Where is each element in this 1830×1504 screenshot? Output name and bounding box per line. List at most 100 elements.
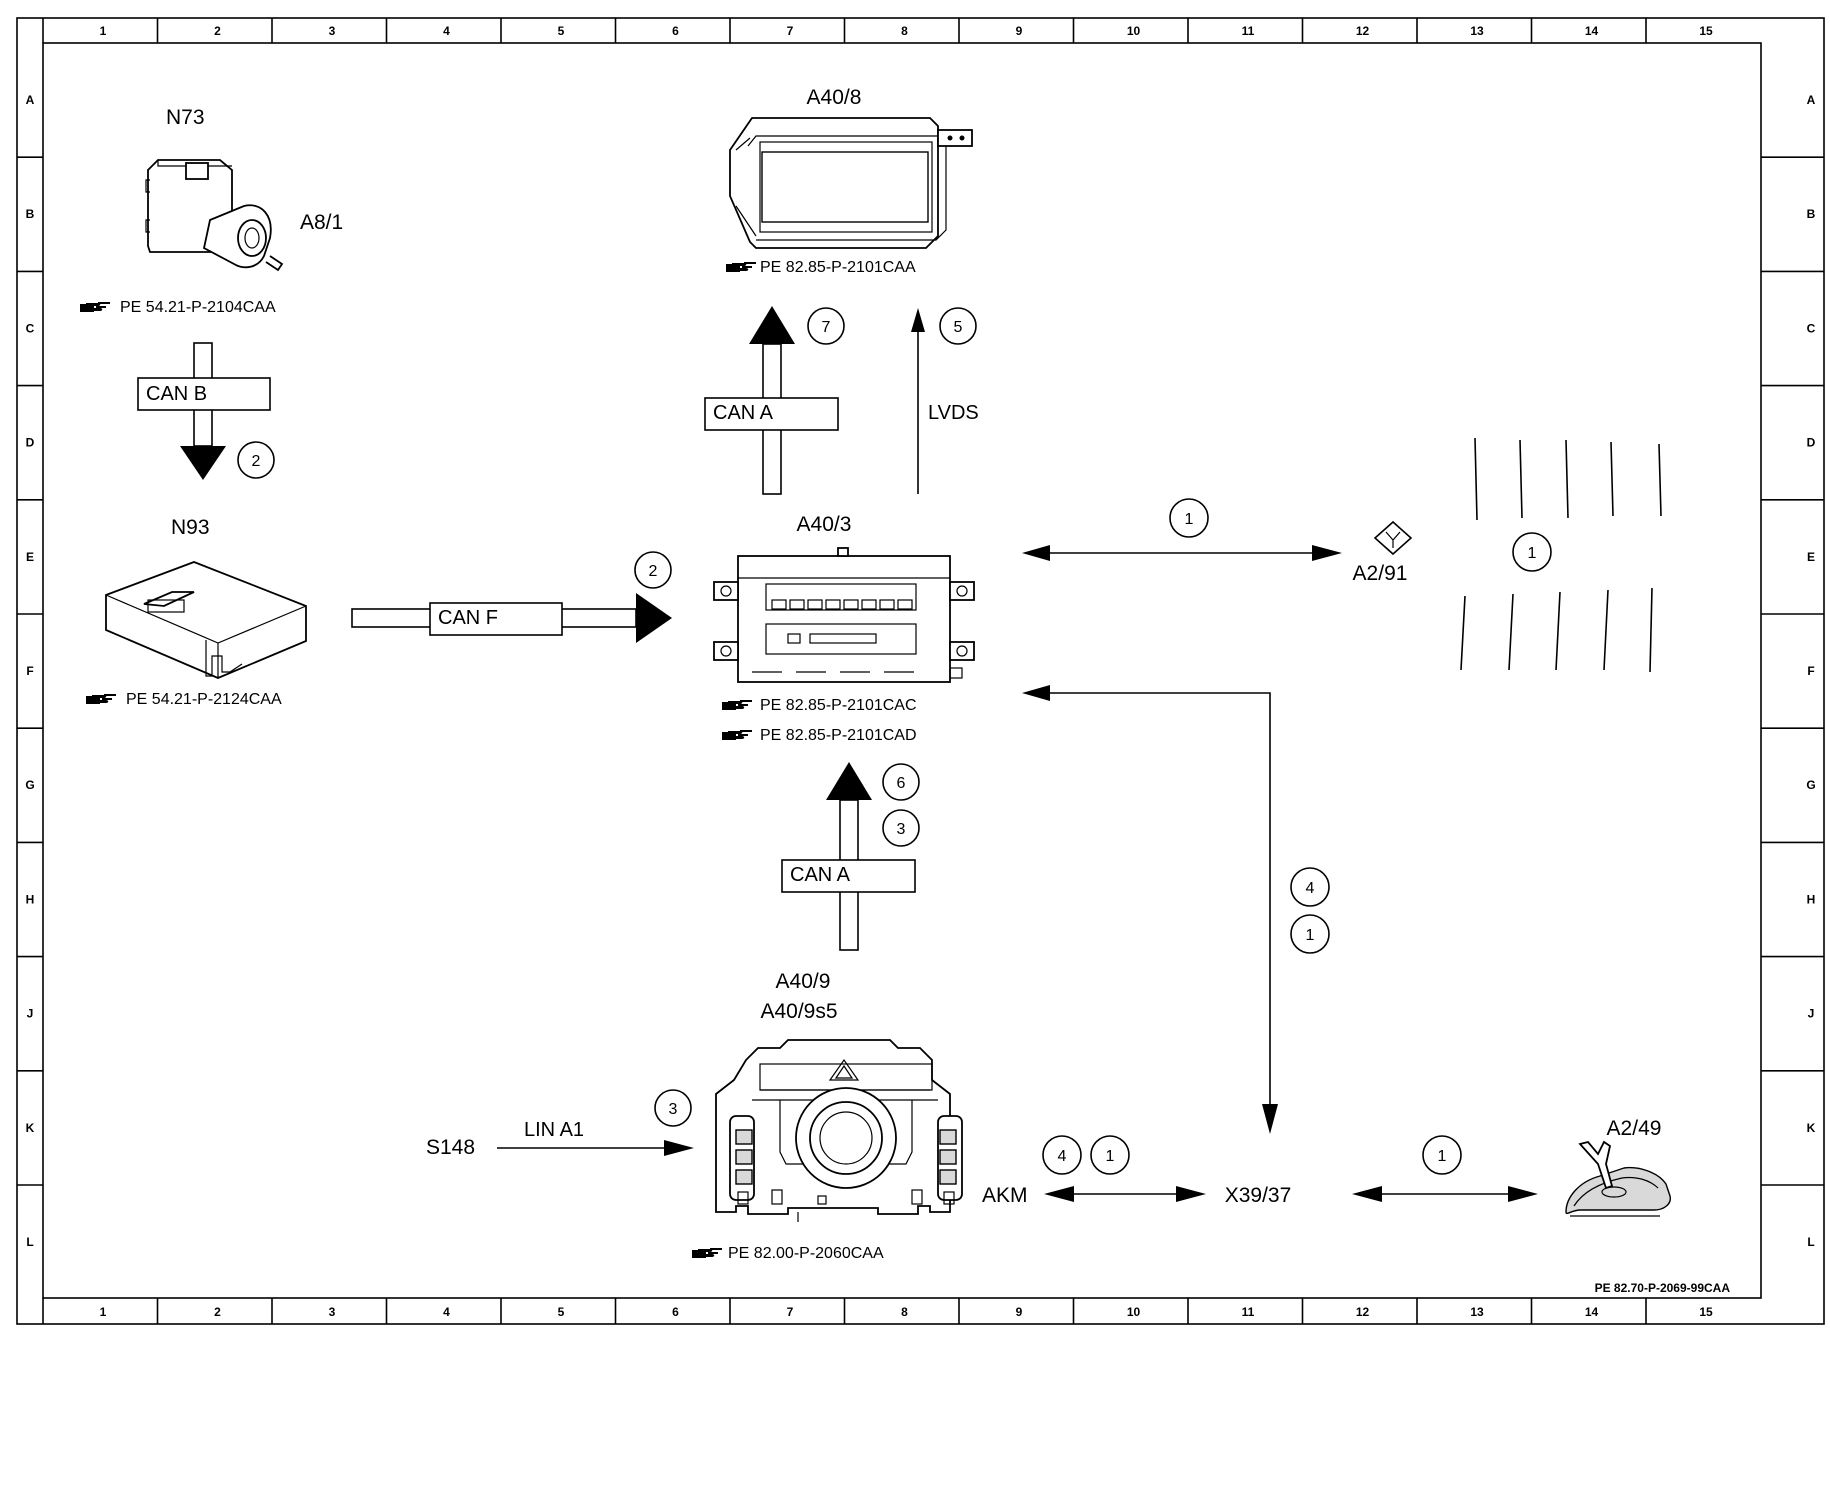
grid-column-label: 3 [329,24,336,38]
grid-column-label: 15 [1699,1305,1713,1319]
grid-column-label: 10 [1127,1305,1141,1319]
hand-pointer-icon [85,694,117,705]
head-unit-button [879,599,895,610]
grid-row-label: J [27,1007,34,1021]
svg-text:PE 82.85-P-2101CAD: PE 82.85-P-2101CAD [760,727,917,744]
svg-text:4: 4 [1306,880,1315,897]
grid-column-label: 8 [901,1305,908,1319]
grid-column-label: 6 [672,24,679,38]
grid-column-label: 11 [1242,24,1255,38]
bus-can-b: CAN B 2 [137,342,275,480]
grid-row-label: H [26,892,35,906]
label-a40-8: A40/8 [807,86,862,109]
grid-column-label: 9 [1016,24,1023,38]
grid-column-label: 11 [1242,1305,1255,1319]
link-s148-lin: S148 LIN A1 3 [426,1089,694,1159]
hand-pointer-icon [721,730,753,741]
grid-row-label: L [26,1235,33,1249]
grid-column-label: 8 [901,24,908,38]
svg-text:PE 82.00-P-2060CAA: PE 82.00-P-2060CAA [728,1245,884,1262]
svg-text:LVDS: LVDS [928,402,979,424]
svg-text:1: 1 [1185,511,1194,528]
svg-text:LIN A1: LIN A1 [524,1119,584,1141]
grid-column-label: 5 [558,24,565,38]
control-panel-a40-9-device [715,1039,963,1222]
label-s148: S148 [426,1136,475,1159]
svg-text:1: 1 [1438,1148,1447,1165]
head-unit-button [807,599,823,610]
grid-column-label: 10 [1127,24,1141,38]
link-x39-37-a2-49: 1 [1352,1135,1538,1202]
doc-ref: PE 82.70-P-2069-99CAA [1595,1281,1731,1295]
grid-column-label: 1 [100,24,107,38]
hand-pointer-icon [725,262,757,273]
grid-column-label: 13 [1470,1305,1484,1319]
svg-text:CAN B: CAN B [146,383,207,405]
label-x39-37: X39/37 [1225,1184,1292,1207]
grid-lines [17,18,1824,1324]
display-a40-8-device [729,117,973,249]
ref-a40-9: PE 82.00-P-2060CAA [691,1245,884,1262]
grid-row-label: J [1808,1007,1815,1021]
bus-can-a-bottom: CAN A 6 3 [781,762,920,951]
svg-text:1: 1 [1306,927,1315,944]
hand-pointer-icon [721,700,753,711]
svg-text:7: 7 [822,319,831,336]
grid-column-label: 5 [558,1305,565,1319]
grid-column-label: 7 [787,1305,794,1319]
ref-a40-8: PE 82.85-P-2101CAA [725,259,916,276]
svg-text:4: 4 [1058,1148,1067,1165]
grid-column-label: 7 [787,24,794,38]
link-akm-x39-37: AKM 4 1 [982,1135,1206,1207]
hand-pointer-icon [691,1248,723,1259]
grid-column-label: 4 [443,24,450,38]
grid-column-label: 15 [1699,24,1713,38]
ref-n93: PE 54.21-P-2124CAA [85,691,282,708]
svg-text:PE 54.21-P-2104CAA: PE 54.21-P-2104CAA [120,299,276,316]
grid-row-label: G [1806,778,1815,792]
svg-text:PE 54.21-P-2124CAA: PE 54.21-P-2124CAA [126,691,282,708]
bus-can-f: CAN F 2 [351,551,672,643]
link-x39-37-a40-3: 4 1 [1022,685,1330,1134]
head-unit-a40-3-device [713,547,975,683]
svg-text:5: 5 [954,319,963,336]
svg-text:PE 82.85-P-2101CAC: PE 82.85-P-2101CAC [760,697,917,714]
grid-row-label: C [26,321,35,335]
bus-lvds: LVDS 5 [911,307,979,494]
roof-antenna-a2-49-device [1565,1140,1671,1217]
head-unit-button [843,599,859,610]
grid-row-label: H [1807,892,1816,906]
grid-row-label: K [1807,1121,1816,1135]
grid-column-label: 14 [1585,1305,1599,1319]
grid-column-label: 6 [672,1305,679,1319]
grid-row-label: A [1807,93,1816,107]
label-a40-3: A40/3 [797,513,852,536]
grid-row-label: D [26,436,35,450]
frame [16,17,1825,1325]
hand-pointer-icon [79,302,111,313]
svg-text:CAN A: CAN A [713,402,774,424]
svg-text:3: 3 [669,1101,678,1118]
grid-row-label: E [1807,550,1815,564]
head-unit-button [789,599,805,610]
grid-row-label: A [26,93,35,107]
grid-column-label: 1 [100,1305,107,1319]
ref-a40-3-2: PE 82.85-P-2101CAD [721,727,917,744]
svg-text:1: 1 [1106,1148,1115,1165]
grid-column-label: 12 [1356,1305,1370,1319]
grid-column-label: 9 [1016,1305,1023,1319]
svg-text:CAN F: CAN F [438,607,498,629]
grid-row-label: C [1807,321,1816,335]
label-a40-9: A40/9 [776,970,831,993]
antenna-field-lines: 1 [1460,437,1662,673]
svg-text:2: 2 [252,453,261,470]
svg-text:1: 1 [1528,545,1537,562]
label-n93: N93 [171,516,210,539]
grid-column-label: 4 [443,1305,450,1319]
control-unit-n93-device [105,561,307,679]
grid-row-label: G [25,778,34,792]
label-a2-91: A2/91 [1353,562,1408,585]
svg-text:CAN A: CAN A [790,864,851,886]
head-unit-button [897,599,913,610]
head-unit-button [825,599,841,610]
